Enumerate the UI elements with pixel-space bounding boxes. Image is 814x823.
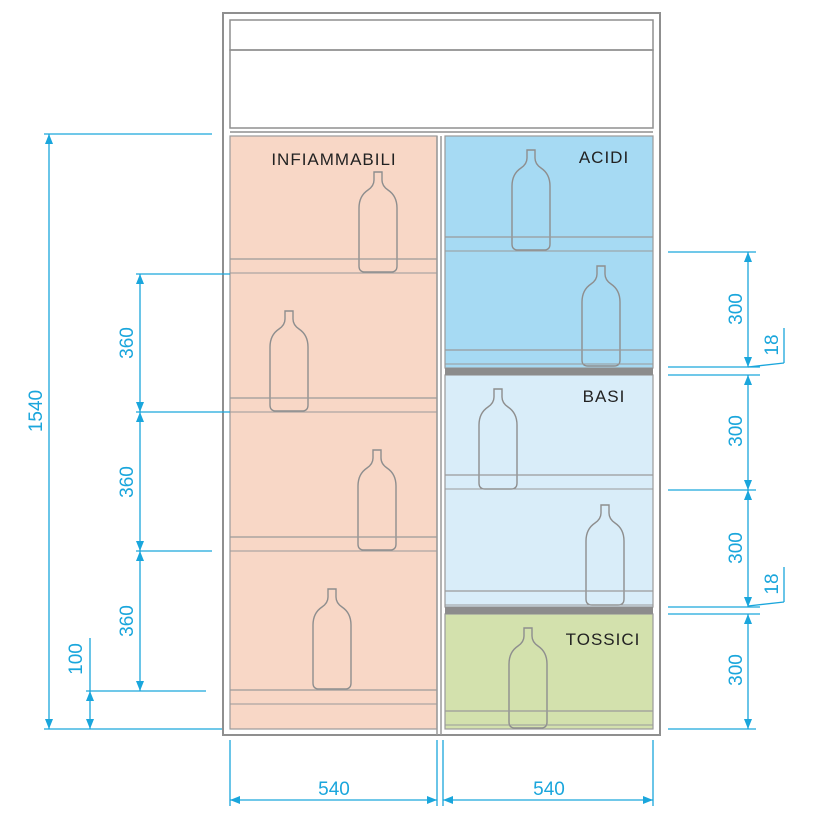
dim-line-300-d-arrow-top (744, 614, 752, 624)
dim-right-pitch-3: 300 (726, 532, 747, 564)
dim-line-360-a-arrow-bottom (136, 402, 144, 412)
center-panel (436, 136, 442, 735)
dim-line-300-c-arrow-bottom (744, 597, 752, 607)
dim-total-height: 1540 (26, 390, 47, 432)
dim-line-360-b-arrow-bottom (136, 541, 144, 551)
leader-18-b (747, 601, 785, 607)
dim-right-pitch-1: 300 (726, 293, 747, 325)
bottle-flammable-3 (357, 449, 397, 551)
arrow-540-right-end (643, 796, 653, 804)
bottle-right-5 (508, 627, 548, 729)
dim-line-100-arrow-top (86, 691, 94, 701)
toxic-compartment (444, 613, 654, 730)
bottle-flammable-1 (358, 171, 398, 273)
dim-left-pitch-2: 360 (117, 466, 138, 498)
dim-line-300-b-arrow-bottom (744, 480, 752, 490)
dim-base-height: 100 (66, 643, 87, 675)
dim-right-width: 540 (533, 779, 565, 800)
label-bases: BASI (583, 387, 626, 406)
dim-line-1540-arrow-top (45, 134, 53, 144)
dim-line-360-a-arrow-top (136, 274, 144, 284)
bottle-right-1 (511, 149, 551, 251)
dim-right-pitch-4: 300 (726, 654, 747, 686)
dim-line-300-c-arrow-top (744, 490, 752, 500)
dim-line-300-b-arrow-top (744, 375, 752, 385)
acids-compartment (444, 135, 654, 369)
divider-acids-bases (445, 368, 653, 375)
arrow-540-left-end (427, 796, 437, 804)
dim-left-pitch-3: 360 (117, 605, 138, 637)
dimension-lines (44, 133, 785, 806)
dim-divider-thickness-2: 18 (762, 573, 783, 594)
bottle-flammable-2 (269, 310, 309, 412)
dim-line-1540-arrow-bottom (45, 719, 53, 729)
arrow-540-left-start (230, 796, 240, 804)
flammable-compartment (229, 135, 438, 730)
dim-line-360-b-arrow-top (136, 412, 144, 422)
dim-divider-thickness-1: 18 (762, 334, 783, 355)
label-flammable: INFIAMMABILI (271, 150, 396, 169)
label-toxic: TOSSICI (566, 630, 641, 649)
dim-line-100-arrow-bottom (86, 719, 94, 729)
dim-line-360-c-arrow-top (136, 551, 144, 561)
dim-line-360-c-arrow-bottom (136, 681, 144, 691)
bottle-flammable-4 (312, 588, 352, 690)
shelves (230, 236, 653, 726)
divider-bases-toxic (445, 607, 653, 614)
dim-left-pitch-1: 360 (117, 327, 138, 359)
dim-line-300-a-arrow-top (744, 252, 752, 262)
leader-18-a (747, 362, 785, 368)
dim-right-pitch-2: 300 (726, 415, 747, 447)
dim-line-300-a-arrow-bottom (744, 357, 752, 367)
bottle-right-2 (581, 265, 621, 367)
dim-left-width: 540 (318, 779, 350, 800)
dimension-labels: 1540 100 360 360 360 300 300 300 300 18 … (26, 293, 783, 800)
arrow-540-right-start (443, 796, 453, 804)
label-acids: ACIDI (579, 148, 629, 167)
bases-compartment (444, 374, 654, 608)
dim-line-300-d-arrow-bottom (744, 719, 752, 729)
